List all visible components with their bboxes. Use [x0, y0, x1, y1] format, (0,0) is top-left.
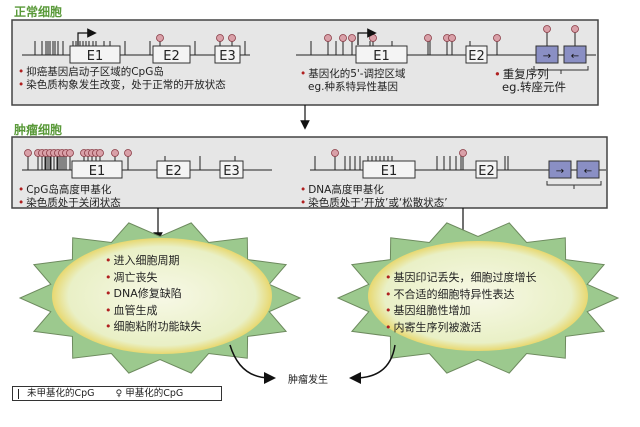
exon-box — [219, 160, 244, 179]
note: eg.种系特异性基因 — [308, 81, 398, 93]
methylated-cpg — [66, 149, 74, 157]
unmethylated-cpg-icon — [18, 388, 19, 399]
exon-label: E3 — [223, 164, 240, 179]
burst-item: 进入细胞周期 — [113, 254, 180, 267]
exon-box — [69, 45, 121, 64]
methylated-cpg — [448, 34, 456, 42]
exon-label: E1 — [87, 49, 104, 64]
methylated-cpg — [339, 34, 347, 42]
exon-box — [362, 160, 416, 179]
methylated-cpg — [24, 149, 32, 157]
note: 基因化的5'-调控区域 — [308, 68, 406, 80]
legend-methylated: 甲基化的CpG — [125, 388, 184, 399]
burst-item: 凋亡丧失 — [113, 270, 158, 284]
methylated-cpg — [331, 149, 339, 157]
tumor-right-notes: •DNA高度甲基化 •染色质处于‘开放’或‘松散状态’ — [300, 184, 448, 209]
exon-label: E1 — [373, 49, 390, 64]
methylated-cpg — [228, 34, 236, 42]
exon-label: E3 — [219, 49, 236, 64]
burst-item: 基因印记丢失，细胞过度增长 — [393, 271, 537, 284]
methylated-cpg — [369, 34, 377, 42]
normal-cell-title: 正常细胞 — [14, 5, 63, 19]
methylated-cpg — [571, 25, 579, 33]
tumor-left-notes: •CpG岛高度甲基化 •染色质处于关闭状态 — [18, 184, 121, 209]
exon-label: E1 — [381, 164, 398, 179]
right-curved-arrow — [349, 344, 396, 384]
note: eg.转座元件 — [502, 80, 567, 94]
legend: 未甲基化的CpG ♀ 甲基化的CpG — [12, 386, 222, 401]
left-curved-arrow — [229, 344, 276, 384]
transcription-start-arrow — [77, 28, 97, 45]
methylated-cpg — [543, 25, 551, 33]
normal-mid-notes: •基因化的5'-调控区域 eg.种系特异性基因 — [300, 68, 406, 93]
exon-box — [152, 45, 191, 64]
methylated-cpg-icon: ♀ — [115, 389, 123, 399]
burst-item: 不合适的细胞特异性表达 — [393, 287, 515, 301]
note: DNA高度甲基化 — [308, 184, 384, 196]
burst-item: 基因组脆性增加 — [393, 304, 471, 317]
methylated-cpg — [459, 149, 467, 157]
exon-label: E2 — [478, 164, 495, 179]
tumor-cell-title: 肿瘤细胞 — [14, 123, 63, 137]
methylated-cpg — [216, 34, 224, 42]
methylated-cpg — [424, 34, 432, 42]
exon-box — [156, 160, 191, 179]
note: 染色质构象发生改变，处于正常的开放状态 — [26, 79, 226, 91]
burst-item: 血管生成 — [113, 303, 158, 317]
repeat-bracket — [533, 66, 589, 74]
tumorigenesis-label: 肿瘤发生 — [288, 375, 328, 386]
transcription-start-arrow — [357, 28, 377, 45]
burst-item: 细胞粘附功能缺失 — [113, 320, 202, 333]
exon-box — [71, 160, 123, 179]
repeat-bracket — [546, 181, 602, 189]
methylated-cpg — [124, 149, 132, 157]
normal-right-notes: •重复序列 eg.转座元件 — [494, 67, 567, 94]
exon-label: E1 — [89, 164, 106, 179]
exon-label: E2 — [163, 49, 180, 64]
exon-label: E2 — [165, 164, 182, 179]
arrow-left-icon: ← — [571, 51, 579, 62]
repeat-element — [576, 160, 600, 179]
right-burst-list: •基因印记丢失，细胞过度增长 •不合适的细胞特异性表达 •基因组脆性增加 •内寄… — [385, 271, 537, 334]
burst-item: DNA修复缺陷 — [113, 287, 182, 300]
note: 抑癌基因启动子区域的CpG岛 — [26, 66, 164, 78]
methylated-cpg — [493, 34, 501, 42]
arrow-right-icon: → — [543, 51, 551, 62]
note: 染色质处于‘开放’或‘松散状态’ — [308, 197, 448, 209]
note: CpG岛高度甲基化 — [26, 184, 112, 196]
legend-unmethylated: 未甲基化的CpG — [27, 388, 95, 399]
normal-left-notes: •抑癌基因启动子区域的CpG岛 •染色质构象发生改变，处于正常的开放状态 — [18, 66, 226, 91]
right-burst-ellipse — [368, 241, 588, 351]
methylated-cpg — [96, 149, 104, 157]
methylated-cpg — [111, 149, 119, 157]
left-burst-ellipse — [52, 238, 272, 354]
exon-box — [465, 45, 488, 64]
exon-box — [355, 45, 408, 64]
note: 重复序列 — [502, 67, 549, 81]
methylated-cpg — [324, 34, 332, 42]
methylated-cpg — [348, 34, 356, 42]
methylated-cpg — [156, 34, 164, 42]
exon-box — [475, 160, 498, 179]
repeat-element — [548, 160, 572, 179]
exon-box — [214, 45, 241, 64]
arrow-left-icon: ← — [584, 166, 592, 177]
arrow-right-icon: → — [556, 166, 564, 177]
exon-label: E2 — [468, 49, 485, 64]
burst-item: 内寄生序列被激活 — [393, 320, 482, 334]
note: 染色质处于关闭状态 — [26, 197, 121, 209]
left-burst-list: •进入细胞周期 •凋亡丧失 •DNA修复缺陷 •血管生成 •细胞粘附功能缺失 — [105, 254, 202, 333]
